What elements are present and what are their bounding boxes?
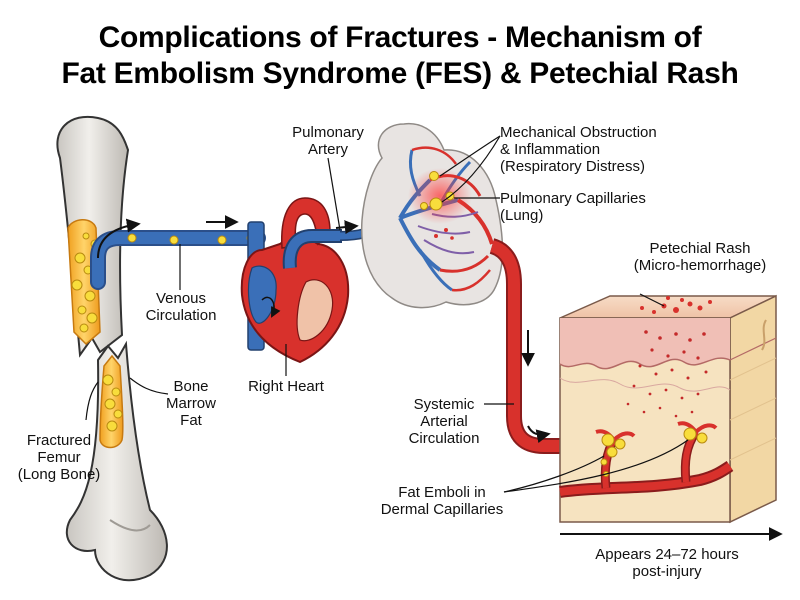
label-pulmonary-capillaries: Pulmonary Capillaries(Lung) (500, 190, 646, 224)
label-right-heart: Right Heart (248, 378, 324, 395)
venous-circulation-vessel (90, 230, 266, 290)
title-line-2: Fat Embolism Syndrome (FES) & Petechial … (61, 57, 739, 90)
arrow-into-skin (527, 425, 551, 444)
arrow-from-bone (97, 218, 141, 259)
femur-bone (56, 115, 168, 582)
micro-hemorrhage-dots (626, 330, 708, 418)
label-mechanical-obstruction: Mechanical Obstruction& Inflammation(Res… (500, 124, 657, 175)
systemic-arterial-vessel (489, 238, 560, 454)
label-petechial-rash: Petechial Rash(Micro-hemorrhage) (633, 240, 767, 274)
right-heart (240, 197, 350, 364)
dermal-fat-emboli (600, 427, 708, 477)
title-line-1: Complications of Fractures - Mechanism o… (98, 21, 702, 54)
leader-lines (85, 135, 689, 493)
